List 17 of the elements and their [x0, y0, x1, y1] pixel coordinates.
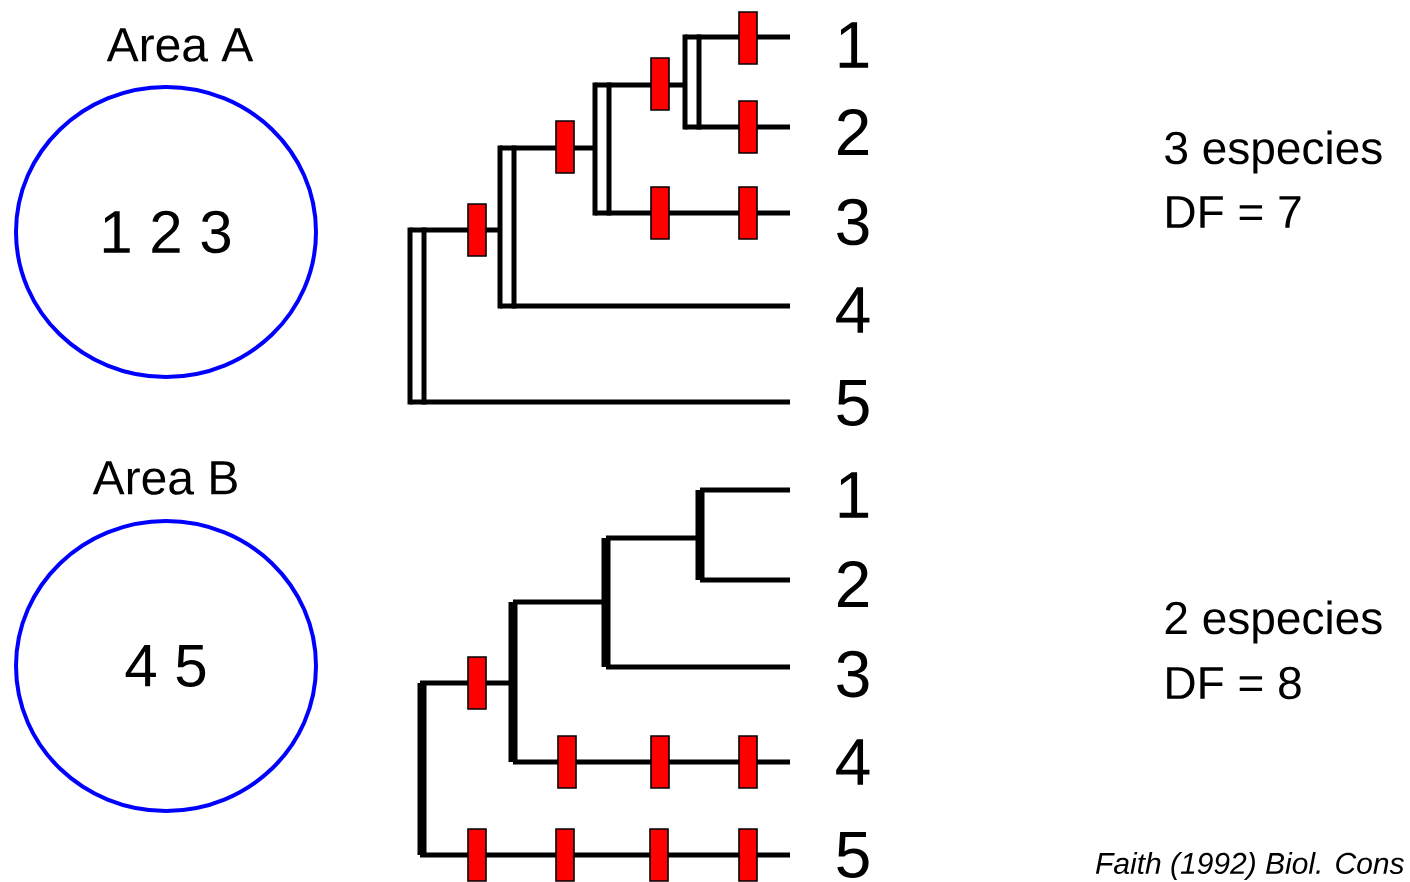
tip-label: 1 [839, 472, 869, 518]
area-heading: Area B [92, 461, 237, 495]
result-text: DF = 7 [1167, 196, 1301, 228]
result-text: 2 especies [1165, 600, 1382, 644]
tip-label: 2 [838, 560, 869, 608]
tip-label: 4 [836, 287, 870, 333]
result-text: DF = 8 [1167, 666, 1301, 700]
result-text: 3 especies [1165, 130, 1382, 174]
tip-label: 4 [836, 739, 870, 785]
area-heading: Area A [106, 28, 254, 62]
tip-label: 1 [839, 22, 869, 68]
tip-label: 3 [837, 650, 869, 698]
citation-text: Faith (1992) Biol. Cons [1095, 852, 1404, 880]
tip-label: 2 [838, 108, 869, 156]
tip-label: 5 [837, 831, 869, 879]
tip-label: 5 [837, 379, 869, 427]
tip-label: 3 [837, 198, 869, 246]
